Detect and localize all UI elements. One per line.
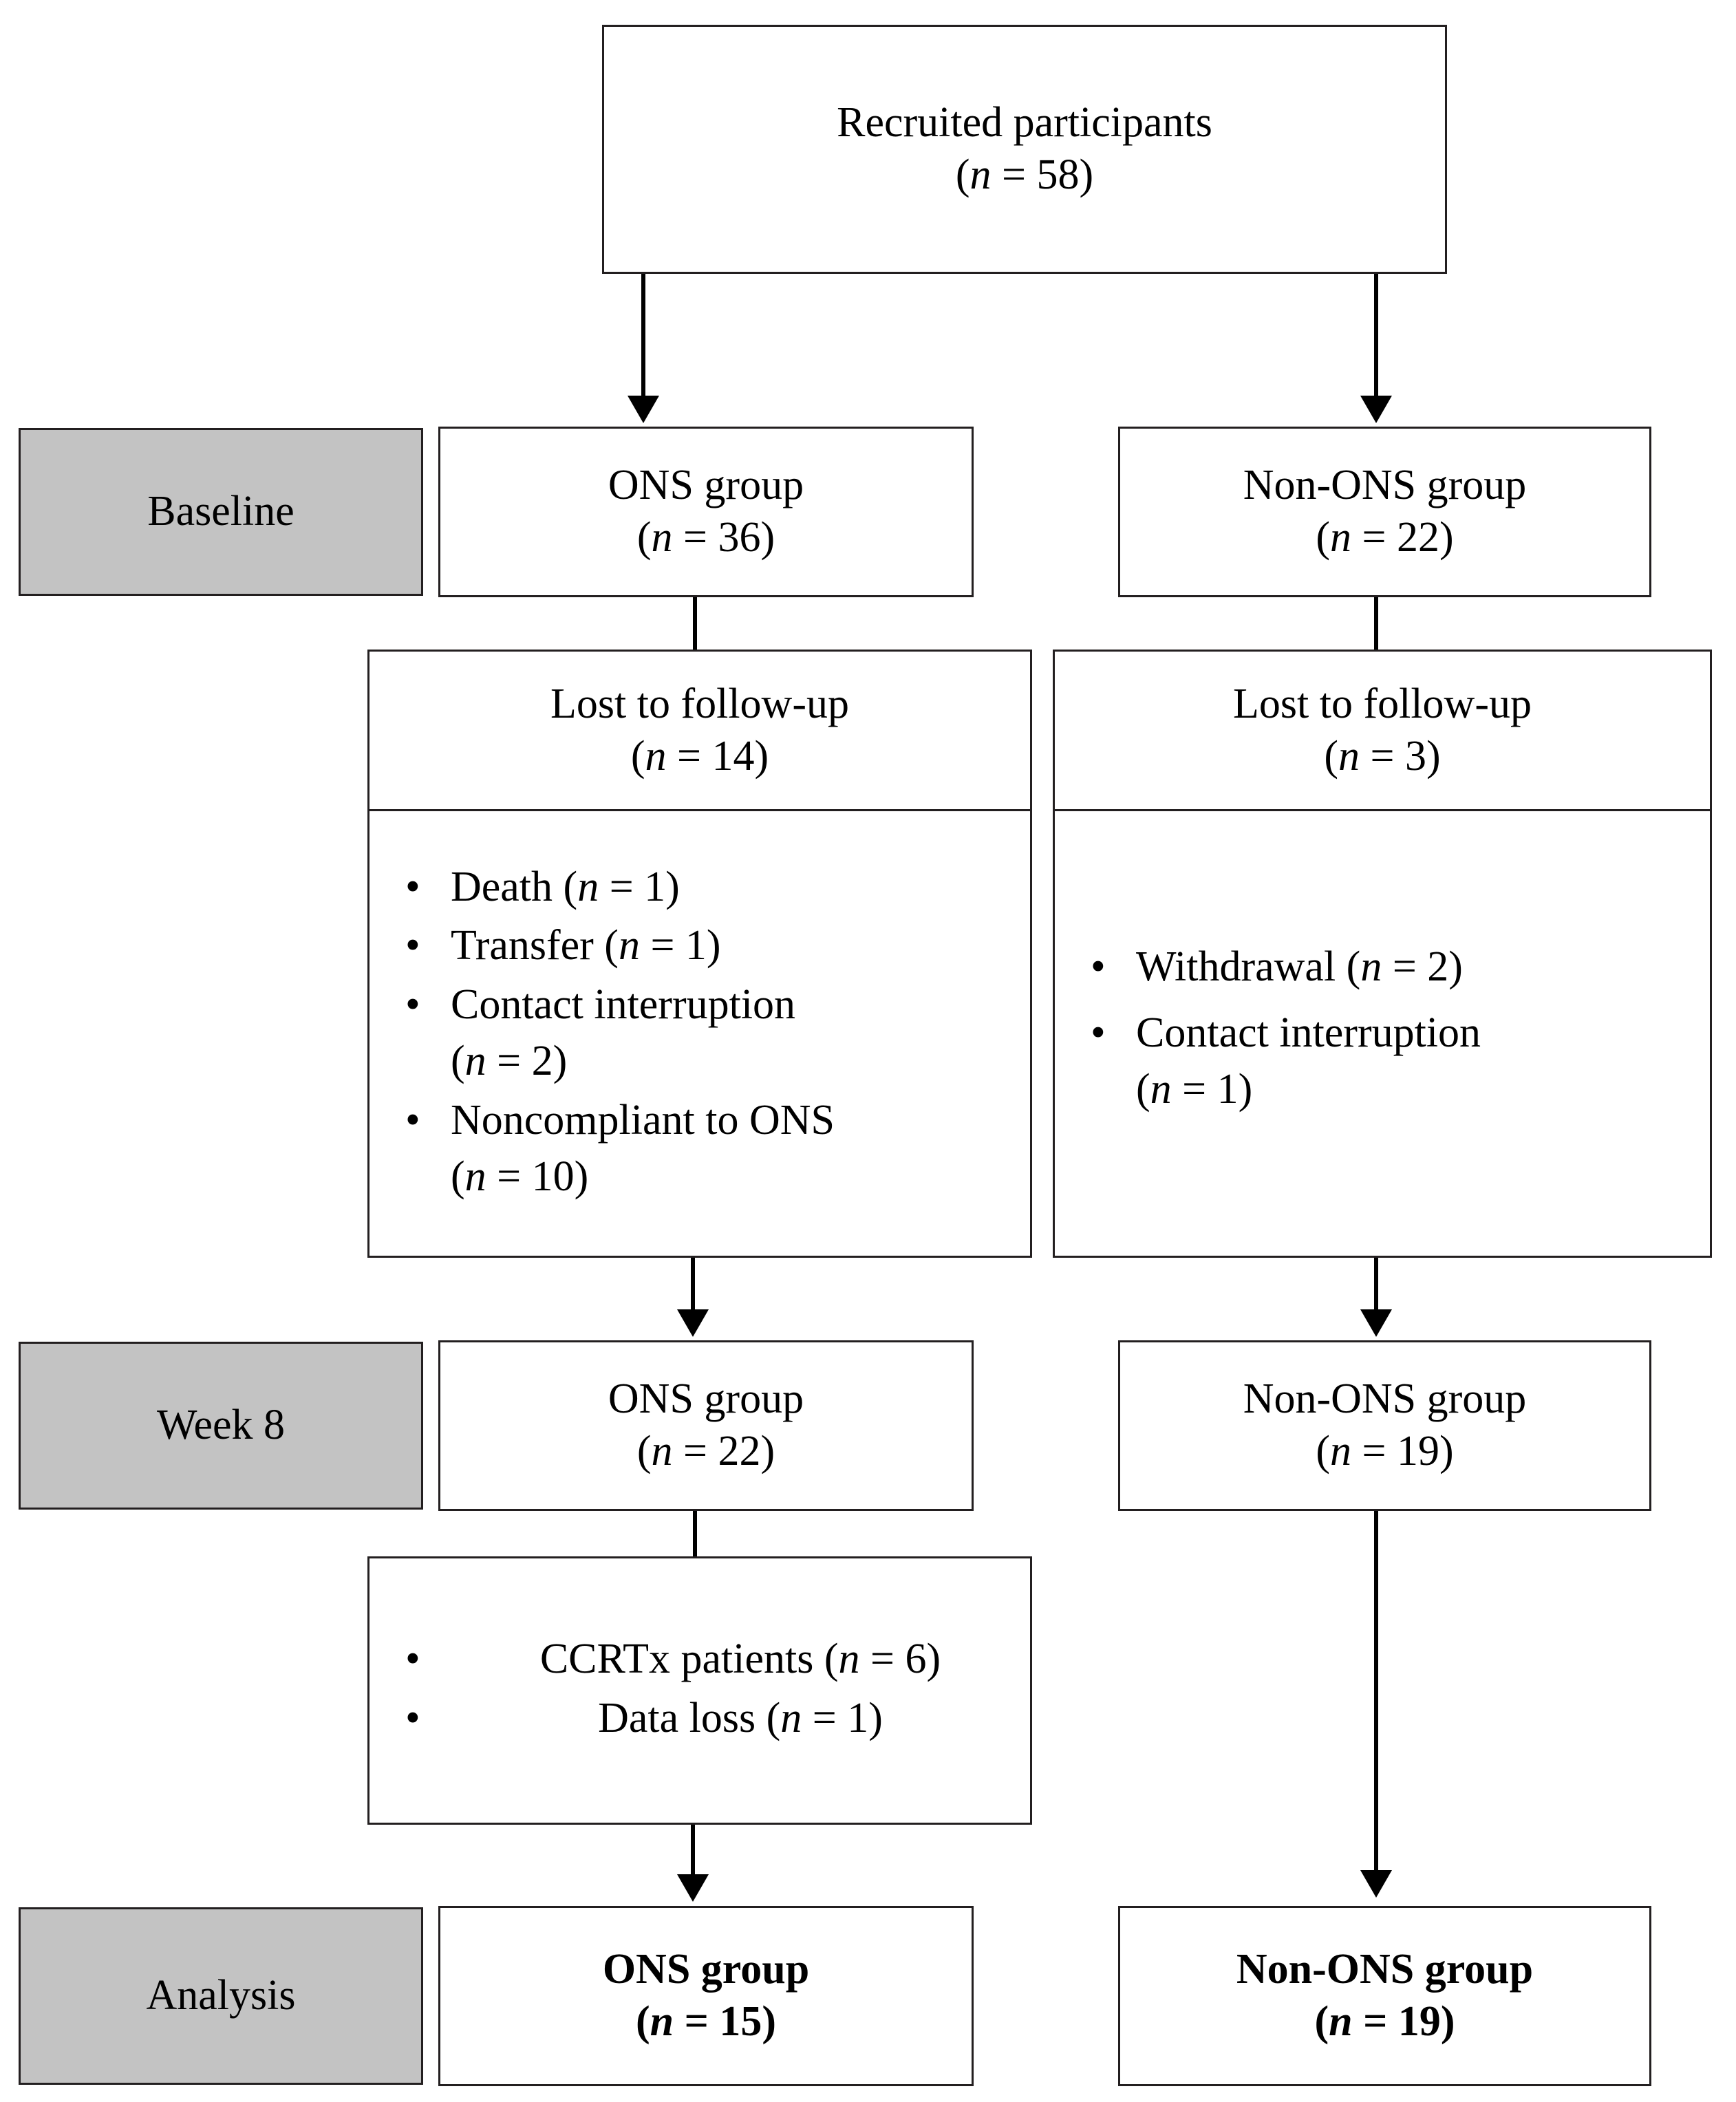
list-item: • Data loss (n = 1) — [369, 1691, 1030, 1747]
item-text: Contact interruption — [451, 981, 796, 1029]
bullet-icon: • — [405, 1636, 420, 1683]
stage-label-week8-text: Week 8 — [156, 1402, 286, 1449]
stage-label-analysis-text: Analysis — [146, 1972, 296, 2019]
bullet-icon: • — [405, 1096, 420, 1144]
arrow-head-top-left — [628, 396, 659, 423]
list-item: • Withdrawal (n = 2) — [1055, 939, 1710, 996]
arrow-line-attrition-non-ons — [1374, 1258, 1378, 1314]
arrow-head-top-right — [1360, 396, 1392, 423]
box-analysis-ons-group: ONS group (n = 15) — [438, 1906, 974, 2086]
arrow-line-exclusions-to-analysis — [691, 1825, 695, 1880]
box-week8-non-ons-group: Non-ONS group (n = 19) — [1118, 1340, 1651, 1511]
box-analysis-non-ons-group: Non-ONS group (n = 19) — [1118, 1906, 1651, 2086]
list-item: • Death (n = 1) — [369, 859, 1030, 916]
arrow-line-week8-non-ons-to-analysis — [1374, 1511, 1378, 1876]
box-analysis-exclusions-ons: • CCRTx patients (n = 6) • Data loss (n … — [367, 1556, 1032, 1825]
connector-baseline-non-ons — [1374, 597, 1378, 651]
lost-followup-non-ons-header: Lost to follow-up (n = 3) — [1055, 652, 1710, 811]
lost-followup-ons-list: • Death (n = 1) • Transfer (n = 1) • Con… — [369, 859, 1030, 1208]
box-baseline-ons-group: ONS group (n = 36) — [438, 427, 974, 597]
lost-followup-non-ons-title: Lost to follow-up — [1233, 680, 1532, 727]
lost-followup-ons-count: (n = 14) — [630, 732, 769, 780]
lost-followup-non-ons-list: • Withdrawal (n = 2) • Contact interrupt… — [1055, 939, 1710, 1127]
arrow-line-top-right — [1374, 274, 1378, 399]
bullet-icon: • — [405, 981, 420, 1029]
box-lost-followup-ons: Lost to follow-up (n = 14) • Death (n = … — [367, 650, 1032, 1258]
list-item: • Noncompliant to ONS (n = 10) — [369, 1093, 1030, 1205]
item-text: Withdrawal ( — [1136, 943, 1361, 991]
lost-followup-ons-body: • Death (n = 1) • Transfer (n = 1) • Con… — [369, 811, 1030, 1256]
baseline-ons-label: ONS group — [608, 462, 804, 509]
baseline-ons-count: (n = 36) — [636, 514, 775, 561]
box-baseline-non-ons-group: Non-ONS group (n = 22) — [1118, 427, 1651, 597]
list-item: • CCRTx patients (n = 6) — [369, 1631, 1030, 1688]
week8-ons-count: (n = 22) — [636, 1428, 775, 1474]
bullet-icon: • — [405, 922, 420, 969]
connector-week8-ons — [693, 1511, 697, 1556]
list-item: • Contact interruption (n = 2) — [369, 977, 1030, 1090]
bullet-icon: • — [1091, 1009, 1106, 1057]
box-lost-followup-non-ons: Lost to follow-up (n = 3) • Withdrawal (… — [1053, 650, 1712, 1258]
bullet-icon: • — [1091, 943, 1106, 991]
bullet-icon: • — [405, 1695, 420, 1741]
item-text: Contact interruption — [1136, 1009, 1481, 1057]
arrow-line-top-left — [641, 274, 645, 399]
item-text: Death ( — [451, 863, 578, 910]
item-text: Transfer ( — [451, 922, 619, 969]
lost-followup-ons-header: Lost to follow-up (n = 14) — [369, 652, 1030, 811]
recruited-count: (n = 58) — [955, 151, 1094, 198]
lost-followup-non-ons-count: (n = 3) — [1324, 732, 1441, 780]
item-text: Data loss ( — [598, 1695, 781, 1741]
box-week8-ons-group: ONS group (n = 22) — [438, 1340, 974, 1511]
stage-label-baseline: Baseline — [19, 428, 423, 596]
bullet-icon: • — [405, 863, 420, 910]
week8-ons-label: ONS group — [608, 1375, 804, 1423]
stage-label-analysis: Analysis — [19, 1907, 423, 2085]
box-recruited-participants: Recruited participants (n = 58) — [602, 25, 1447, 274]
arrow-head-exclusions-to-analysis — [677, 1874, 709, 1902]
item-text: Noncompliant to ONS — [451, 1096, 835, 1144]
list-item: • Contact interruption (n = 1) — [1055, 1005, 1710, 1118]
week8-non-ons-label: Non-ONS group — [1243, 1375, 1527, 1423]
arrow-head-attrition-non-ons — [1360, 1309, 1392, 1337]
baseline-non-ons-label: Non-ONS group — [1243, 462, 1527, 509]
analysis-ons-count: (n = 15) — [635, 1998, 777, 2045]
arrow-line-attrition-ons — [691, 1258, 695, 1314]
stage-label-week8: Week 8 — [19, 1342, 423, 1510]
arrow-head-attrition-ons — [677, 1309, 709, 1337]
baseline-non-ons-count: (n = 22) — [1316, 514, 1454, 561]
analysis-ons-label: ONS group — [602, 1946, 810, 1993]
lost-followup-ons-title: Lost to follow-up — [550, 680, 849, 727]
lost-followup-non-ons-body: • Withdrawal (n = 2) • Contact interrupt… — [1055, 811, 1710, 1256]
analysis-exclusions-list: • CCRTx patients (n = 6) • Data loss (n … — [369, 1631, 1030, 1750]
item-text: CCRTx patients ( — [539, 1636, 839, 1683]
recruited-label: Recruited participants — [837, 99, 1212, 147]
stage-label-baseline-text: Baseline — [147, 488, 294, 535]
list-item: • Transfer (n = 1) — [369, 918, 1030, 974]
connector-baseline-ons — [693, 597, 697, 651]
week8-non-ons-count: (n = 19) — [1316, 1428, 1454, 1474]
analysis-non-ons-label: Non-ONS group — [1236, 1946, 1534, 1993]
analysis-non-ons-count: (n = 19) — [1314, 1998, 1455, 2045]
arrow-head-week8-non-ons-to-analysis — [1360, 1870, 1392, 1898]
